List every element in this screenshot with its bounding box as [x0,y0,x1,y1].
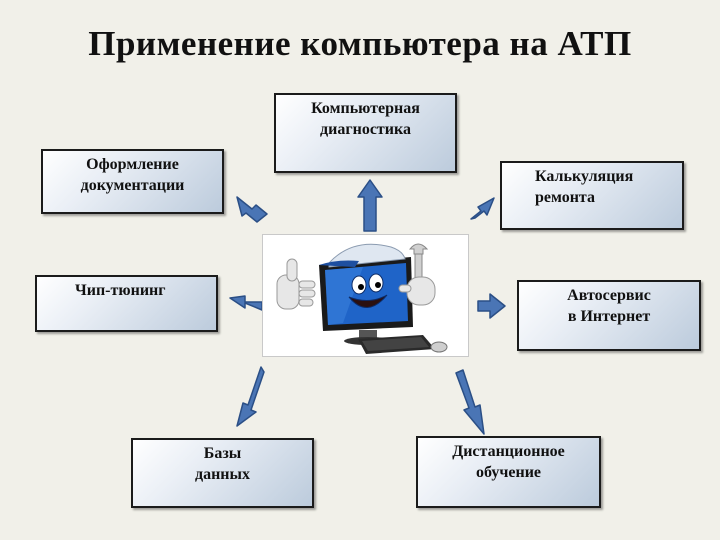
arrow-to-documentation [236,196,268,223]
box-chip-tuning-line1: Чип-тюнинг [75,282,166,299]
box-autoservice-internet: Автосервис в Интернет [517,280,701,351]
thumbs-up-icon [276,258,316,310]
computer-mascot-illustration [276,243,448,354]
box-autoservice-internet-line2: в Интернет [567,308,651,325]
page-title: Применение компьютера на АТП [88,24,632,63]
smiley-face [348,273,388,308]
mouse-icon [430,341,448,353]
computer-mascot-image [262,234,469,357]
box-databases-line2: данных [194,466,251,483]
box-distance-learning: Дистанционное обучение [416,436,601,508]
cap-icon [319,243,406,268]
box-computer-diagnostics-line2: диагностика [320,121,411,138]
arrow-to-autoservice [477,293,506,319]
box-distance-learning-line2: обучение [475,464,542,481]
arrow-up-diagnostics [357,179,383,232]
box-documentation-line2: документации [80,177,185,194]
box-computer-diagnostics: Компьютерная диагностика [274,93,457,173]
keyboard-icon [358,335,435,354]
box-repair-calculation-line1: Калькуляция [535,168,634,185]
arrow-to-calculation [470,197,495,220]
arrow-to-databases [236,366,265,427]
box-distance-learning-line1: Дистанционное [452,443,565,460]
box-documentation-line1: Оформление [86,156,179,173]
box-autoservice-internet-line1: Автосервис [567,287,651,304]
arrow-to-distance-learning [455,369,485,435]
box-databases-line1: Базы [203,445,242,462]
box-repair-calculation: Калькуляция ремонта [500,161,684,230]
hand-icon [398,276,436,306]
arrow-to-chip-tuning [229,295,263,311]
box-documentation: Оформление документации [41,149,224,214]
box-computer-diagnostics-line1: Компьютерная [311,100,420,117]
box-databases: Базы данных [131,438,314,508]
box-repair-calculation-line2: ремонта [535,189,595,206]
box-chip-tuning: Чип-тюнинг [35,275,218,332]
